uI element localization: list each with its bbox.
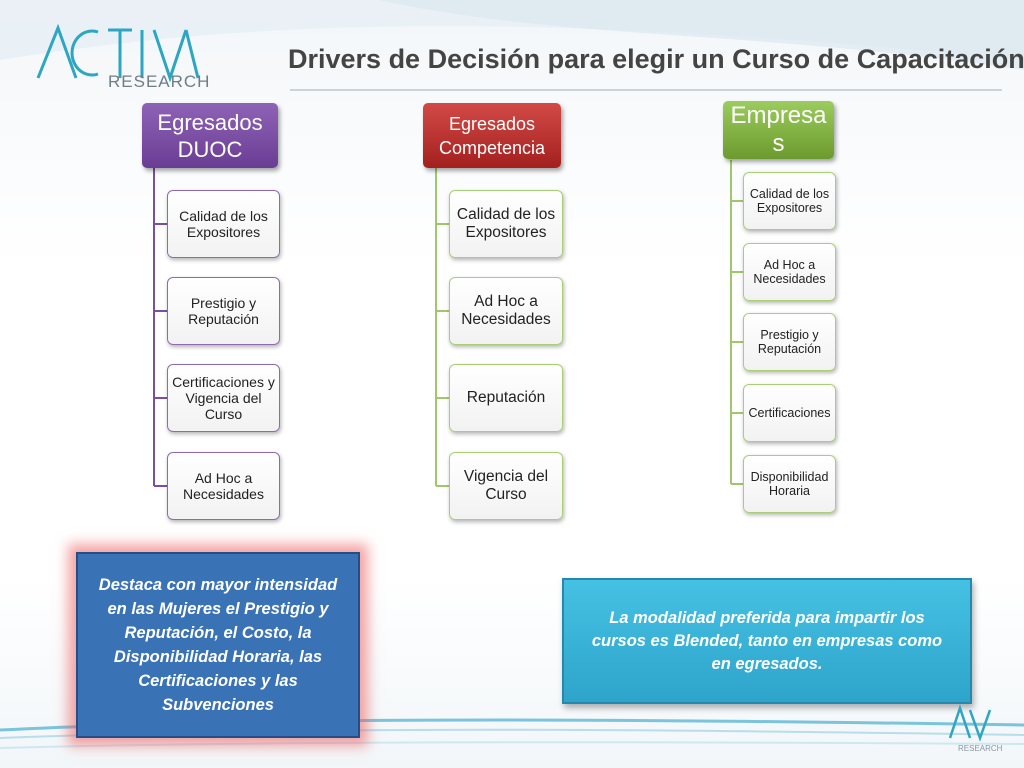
activa-logo xyxy=(36,23,200,83)
column-header-egresados-duoc: Egresados DUOC xyxy=(142,103,278,168)
callout-text: La modalidad preferida para impartir los… xyxy=(591,608,943,673)
title-divider xyxy=(290,89,1002,91)
driver-box: Prestigio y Reputación xyxy=(743,313,836,371)
driver-box: Ad Hoc a Necesidades xyxy=(167,452,280,520)
footer-logo-text: RESEARCH xyxy=(958,744,1003,753)
driver-box: Certificaciones y Vigencia del Curso xyxy=(167,364,280,432)
column-header-egresados-competencia: Egresados Competencia xyxy=(423,103,561,168)
footer-logo-icon xyxy=(948,704,992,742)
driver-box: Ad Hoc a Necesidades xyxy=(743,243,836,301)
callout-text: Destaca con mayor intensidad en las Muje… xyxy=(98,576,338,714)
page-title: Drivers de Decisión para elegir un Curso… xyxy=(288,44,1024,74)
driver-box: Reputación xyxy=(449,364,563,432)
driver-box: Prestigio y Reputación xyxy=(167,277,280,345)
driver-box: Vigencia del Curso xyxy=(449,452,563,520)
callout-blended-modality: La modalidad preferida para impartir los… xyxy=(562,578,972,704)
column-header-label: Empresas xyxy=(730,102,827,157)
column-header-empresas: Empresas xyxy=(723,101,834,159)
driver-box: Calidad de los Expositores xyxy=(167,190,280,258)
driver-box: Calidad de los Expositores xyxy=(449,190,563,258)
logo-subtitle: RESEARCH xyxy=(108,72,211,91)
driver-box: Certificaciones xyxy=(743,384,836,442)
driver-box: Disponibilidad Horaria xyxy=(743,455,836,513)
callout-women-highlight: Destaca con mayor intensidad en las Muje… xyxy=(76,552,360,738)
driver-box: Calidad de los Expositores xyxy=(743,172,836,230)
driver-box: Ad Hoc a Necesidades xyxy=(449,277,563,345)
